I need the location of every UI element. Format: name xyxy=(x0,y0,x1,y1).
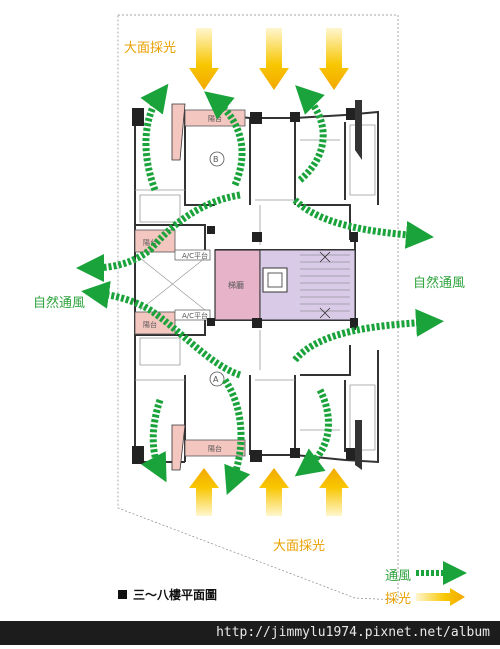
sun-arrow xyxy=(259,28,289,90)
plan-title: 三～八樓平面圖 xyxy=(118,586,217,603)
site-boundary xyxy=(117,14,399,601)
wind-arrow xyxy=(204,91,246,187)
ac-platforms: A/C平台 A/C平台 xyxy=(174,249,211,321)
unit-b-label: B xyxy=(213,155,219,164)
corner-wedges xyxy=(171,100,362,471)
legend-light-arrow-icon xyxy=(416,588,465,606)
wind-arrow xyxy=(140,83,169,192)
wind-arrow xyxy=(222,378,251,495)
balcony-label: 陽台 xyxy=(208,444,222,453)
wind-label-right: 自然通風 xyxy=(413,276,466,291)
wind-arrow xyxy=(76,191,241,282)
sun-arrow xyxy=(189,468,219,516)
wind-arrow xyxy=(292,197,434,249)
unit-a-label: A xyxy=(213,375,219,384)
stair-core xyxy=(259,249,356,321)
unit-a-marker xyxy=(209,371,225,387)
wind-arrow xyxy=(294,388,332,477)
unit-b-marker xyxy=(209,151,225,167)
sunlight-label-bottom: 大面採光 xyxy=(273,539,326,554)
balcony-label: 陽台 xyxy=(143,320,157,329)
footer-url: http://jimmylu1974.pixnet.net/album xyxy=(216,625,490,640)
legend-light-label: 採光 xyxy=(385,592,412,607)
left-shaft xyxy=(139,257,206,311)
sun-arrow xyxy=(259,468,289,516)
balcony-bottom xyxy=(184,439,246,457)
lobby-room xyxy=(214,249,261,321)
legend-wind-label: 通風 xyxy=(385,569,412,584)
balcony-label: 陽台 xyxy=(208,114,222,123)
wind-label-left: 自然通風 xyxy=(33,296,86,311)
ac-platform-label: A/C平台 xyxy=(182,311,208,320)
plan-title-text: 三～八樓平面圖 xyxy=(133,588,218,602)
footer-bar: http://jimmylu1974.pixnet.net/album xyxy=(0,621,500,645)
sun-arrow xyxy=(319,468,349,516)
ac-platform-label: A/C平台 xyxy=(182,251,208,260)
sun-arrows-top xyxy=(189,28,349,90)
wind-arrow xyxy=(141,398,167,483)
lobby-label: 梯廳 xyxy=(228,280,244,290)
wind-arrow xyxy=(295,85,327,183)
sunlight-label-top: 大面採光 xyxy=(124,41,177,56)
balcony-label: 陽台 xyxy=(143,238,157,247)
sun-arrow xyxy=(319,28,349,90)
wind-arrows xyxy=(76,83,444,495)
legend-icons xyxy=(416,561,467,606)
wind-arrow xyxy=(81,280,242,379)
wind-arrow xyxy=(292,308,444,363)
balcony-labels: 陽台 陽台 陽台 陽台 xyxy=(143,114,222,453)
sun-arrows-bottom xyxy=(189,468,349,516)
title-bullet-icon xyxy=(118,590,127,599)
sun-arrow xyxy=(189,28,219,90)
